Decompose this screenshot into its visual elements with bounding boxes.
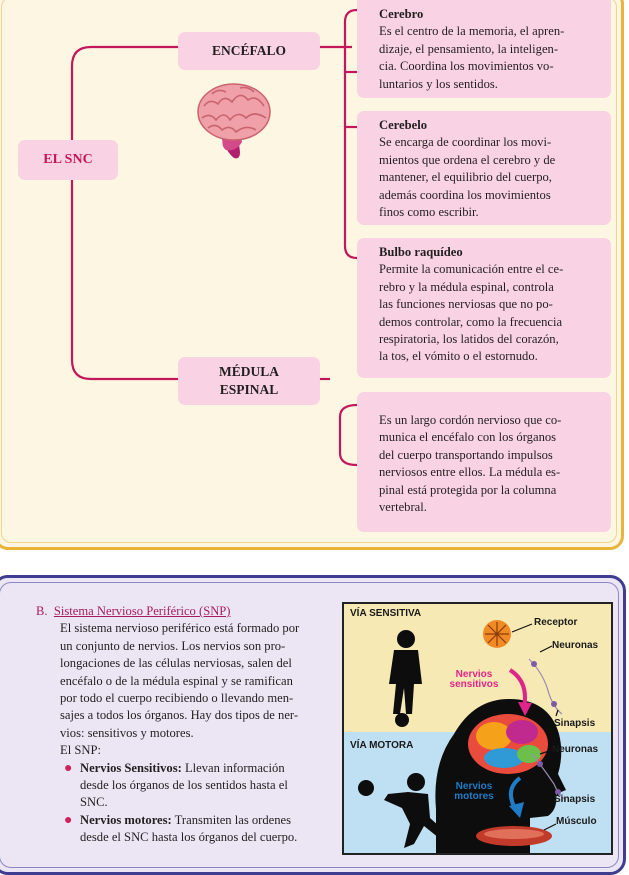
snp-paragraph: El sistema nervioso periférico está form… — [60, 620, 336, 759]
node-medula-espinal: MÉDULA ESPINAL — [178, 357, 320, 405]
snp-para-line-4: encéfalo o de la médula espinal y se ram… — [60, 673, 336, 690]
medula-desc-line-3: del cuerpo transportando impulsos — [379, 447, 601, 464]
snp-intro: El SNP: — [60, 742, 336, 759]
bullet-2-line-2: desde el SNC hasta los órganos del cuerp… — [80, 829, 336, 846]
bulbo-line-4: demos controlar, como la frecuencia — [379, 314, 601, 331]
bullet-nervios-motores: ● Nervios motores: Transmiten las ordene… — [58, 812, 336, 847]
bulbo-line-2: rebro y la médula espinal, controla — [379, 279, 601, 296]
bullet-1-line-3: SNC. — [80, 794, 336, 811]
root-node-snc: EL SNC — [18, 140, 118, 180]
brain-illustration — [196, 76, 274, 164]
bullet-1-bold: Nervios Sensitivos: — [80, 761, 182, 775]
bullet-dot-icon: ● — [64, 760, 72, 777]
bullet-2-line-1: Transmiten las ordenes — [175, 813, 291, 827]
cerebro-line-1: Es el centro de la memoria, el apren- — [379, 23, 601, 40]
snp-para-line-2: un conjunto de nervios. Los nervios son … — [60, 638, 336, 655]
bulbo-line-3: las funciones nerviosas que no po- — [379, 296, 601, 313]
snp-heading-link[interactable]: Sistema Nervioso Periférico (SNP) — [54, 604, 231, 618]
cerebelo-line-4: además coordina los movimientos — [379, 187, 601, 204]
cerebelo-line-5: finos como escribir. — [379, 204, 601, 221]
label-nervios-motores: Nervios motores — [444, 782, 504, 802]
snp-text-column: B. Sistema Nervioso Periférico (SNP) El … — [36, 603, 336, 847]
medula-label-line2: ESPINAL — [220, 381, 279, 399]
snp-figure: VÍA SENSITIVA VÍA MOTORA Receptor Neuron… — [342, 602, 613, 855]
label-musculo: Músculo — [556, 816, 597, 827]
bulbo-line-6: la tos, el vómito o el estornudo. — [379, 348, 601, 365]
bulbo-line-5: respiratoria, los latidos del corazón, — [379, 331, 601, 348]
medula-desc-line-6: vertebral. — [379, 499, 601, 516]
snp-bullet-list: ● Nervios Sensitivos: Llevan información… — [36, 760, 336, 847]
label-sinapsis-bottom: Sinapsis — [554, 794, 595, 805]
medula-desc-line-2: munica el encéfalo con los órganos — [379, 429, 601, 446]
label-receptor: Receptor — [534, 617, 577, 628]
bullet-1-line-2: desde los órganos de los sentidos hasta … — [80, 777, 336, 794]
snp-para-line-6: sajes a todos los órganos. Hay dos tipos… — [60, 707, 336, 724]
bulbo-title: Bulbo raquídeo — [379, 244, 601, 261]
bullet-dot-icon: ● — [64, 812, 72, 829]
medula-desc-line-5: pinal está protegida por la columna — [379, 482, 601, 499]
bulbo-line-1: Permite la comunicación entre el ce- — [379, 261, 601, 278]
cerebelo-line-2: mientos que ordena el cerebro y de — [379, 152, 601, 169]
snp-para-line-1: El sistema nervioso periférico está form… — [60, 620, 336, 637]
medula-label-line1: MÉDULA — [219, 363, 279, 381]
label-sinapsis-top: Sinapsis — [554, 718, 595, 729]
medula-desc-line-1: Es un largo cordón nervioso que co- — [379, 412, 601, 429]
cerebelo-line-3: mantener, el equilibrio del cuerpo, — [379, 169, 601, 186]
label-via-motora: VÍA MOTORA — [350, 740, 413, 751]
snp-heading: B. Sistema Nervioso Periférico (SNP) — [36, 603, 336, 620]
nervios-sensitivos-line-2: sensitivos — [444, 680, 504, 690]
snp-para-line-3: longaciones de las células nerviosas, sa… — [60, 655, 336, 672]
bullet-2-bold: Nervios motores: — [80, 813, 172, 827]
cerebro-line-4: luntarios y los sentidos. — [379, 76, 601, 93]
cerebelo-title: Cerebelo — [379, 117, 601, 134]
snp-letter: B. — [36, 604, 48, 618]
box-cerebelo: Cerebelo Se encarga de coordinar los mov… — [357, 111, 611, 225]
medula-desc-line-4: nerviosos entre ellos. La médula es- — [379, 464, 601, 481]
label-via-sensitiva: VÍA SENSITIVA — [350, 608, 421, 619]
box-cerebro: Cerebro Es el centro de la memoria, el a… — [357, 0, 611, 98]
label-neuronas-top: Neuronas — [552, 640, 598, 651]
encefalo-label: ENCÉFALO — [212, 42, 286, 60]
cerebro-line-3: cia. Coordina los movimientos vo- — [379, 58, 601, 75]
label-nervios-sensitivos: Nervios sensitivos — [444, 670, 504, 690]
label-neuronas-bottom: Neuronas — [552, 744, 598, 755]
cerebro-title: Cerebro — [379, 6, 601, 23]
bracket-medula — [340, 405, 357, 465]
bullet-1-line-1: Llevan información — [185, 761, 285, 775]
node-encefalo: ENCÉFALO — [178, 32, 320, 70]
connector-root-medula — [72, 160, 178, 379]
snp-para-line-5: por todo el cuerpo recibiendo o llevando… — [60, 690, 336, 707]
box-medula-descripcion: Es un largo cordón nervioso que co- muni… — [357, 392, 611, 532]
nervios-motores-line-2: motores — [444, 792, 504, 802]
box-bulbo-raquideo: Bulbo raquídeo Permite la comunicación e… — [357, 238, 611, 378]
snp-para-line-7: vios: sensitivos y motores. — [60, 725, 336, 742]
cerebelo-line-1: Se encarga de coordinar los movi- — [379, 134, 601, 151]
root-label: EL SNC — [43, 151, 92, 169]
bullet-nervios-sensitivos: ● Nervios Sensitivos: Llevan información… — [58, 760, 336, 812]
cerebro-line-2: dizaje, el pensamiento, la inteligen- — [379, 41, 601, 58]
